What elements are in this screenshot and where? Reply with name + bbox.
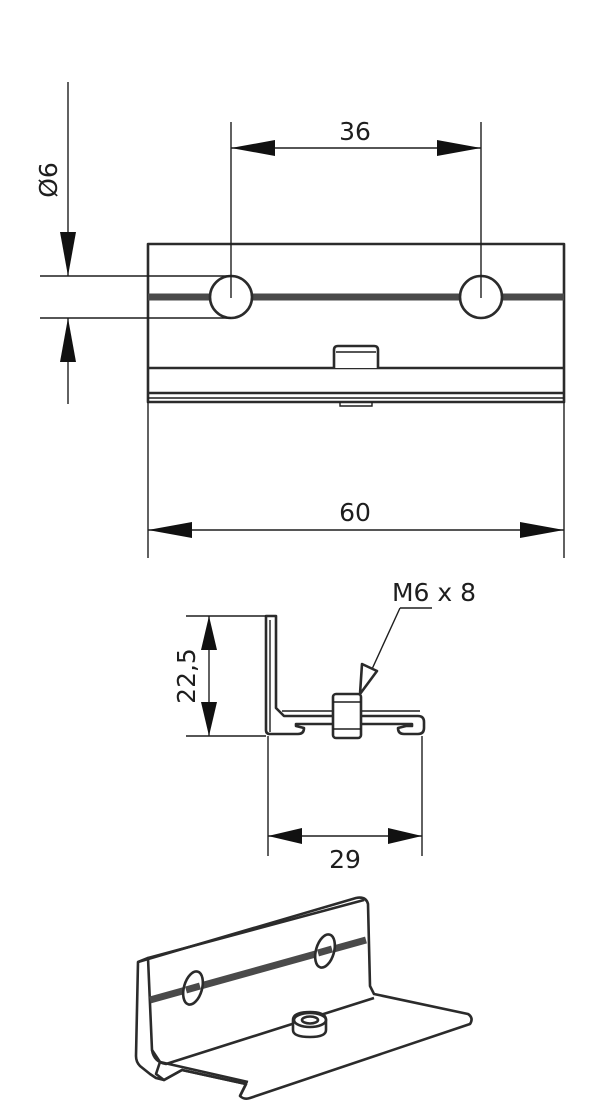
iso-nut-hole — [300, 1015, 320, 1025]
isometric-view — [134, 896, 473, 1100]
front-view: 36 Ø6 60 — [34, 82, 566, 558]
iso-plate-top-edge — [147, 898, 365, 960]
side-view: M6 x 8 22,5 29 — [172, 578, 476, 874]
callout-m6-label: M6 x 8 — [392, 578, 476, 607]
dim-d6-arrow-top — [60, 232, 76, 276]
dim-60-arrow-left — [148, 522, 192, 538]
dim-29-arrow-left — [268, 828, 302, 844]
iso-bend-line — [150, 996, 375, 1066]
dim-225-arrow-top — [201, 616, 217, 650]
iso-lower-lip — [154, 1061, 248, 1097]
dim-225-arrow-bottom — [201, 702, 217, 736]
side-view-profile — [264, 614, 426, 736]
iso-back-plate — [134, 896, 473, 1100]
front-view-nut — [332, 344, 380, 368]
dim-29-label: 29 — [329, 845, 361, 874]
dim-d6-label: Ø6 — [34, 162, 63, 198]
dim-60-label: 60 — [339, 498, 371, 527]
dim-d6-arrow-bottom — [60, 318, 76, 362]
dim-36-arrow-left — [231, 140, 275, 156]
front-view-outline — [146, 242, 566, 404]
dim-29-arrow-right — [388, 828, 422, 844]
side-view-screw — [331, 692, 363, 740]
iso-slot-overlay-2 — [317, 945, 333, 957]
front-view-nut-bottom — [339, 402, 373, 407]
iso-nut-top — [292, 1011, 328, 1029]
dim-60-arrow-right — [520, 522, 564, 538]
iso-slot-overlay — [185, 982, 201, 994]
dim-36-arrow-right — [437, 140, 481, 156]
dim-36-label: 36 — [339, 117, 371, 146]
dim-225-label: 22,5 — [172, 648, 201, 704]
callout-m6-arrow — [358, 662, 379, 696]
